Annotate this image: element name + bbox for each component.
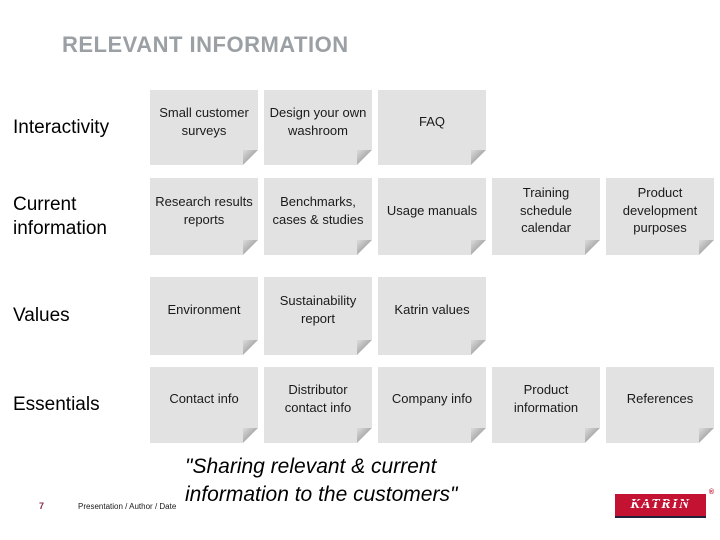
card-text: Company info xyxy=(391,391,473,407)
katrin-logo: KATRIN ® xyxy=(615,489,714,518)
folded-corner-icon xyxy=(243,428,258,443)
card-references: References xyxy=(606,367,714,443)
folded-corner-icon xyxy=(357,240,372,255)
folded-corner-icon xyxy=(471,150,486,165)
card-distributor-contact-info: Distributor contact info xyxy=(264,367,372,443)
card-text: Katrin values xyxy=(394,302,470,318)
folded-corner-icon xyxy=(357,428,372,443)
quote-line-2: information to the customers" xyxy=(185,483,458,506)
page-title: RELEVANT INFORMATION xyxy=(62,32,349,57)
folded-corner-icon xyxy=(243,340,258,355)
quote: "Sharing relevant & current information … xyxy=(185,453,457,509)
registered-trademark-icon: ® xyxy=(708,489,714,496)
card-katrin-values: Katrin values xyxy=(378,277,486,355)
card-text: Product information xyxy=(513,382,579,415)
card-product-information: Product information xyxy=(492,367,600,443)
folded-corner-icon xyxy=(585,428,600,443)
katrin-logo-text: KATRIN xyxy=(628,497,694,512)
quote-line-1: "Sharing relevant & current xyxy=(185,455,437,478)
card-environment: Environment xyxy=(150,277,258,355)
row-essentials: Essentials Contact info Distributor cont… xyxy=(13,367,720,443)
card-small-customer-surveys: Small customer surveys xyxy=(150,90,258,165)
card-text: Product development purposes xyxy=(622,185,698,236)
folded-corner-icon xyxy=(585,240,600,255)
folded-corner-icon xyxy=(471,340,486,355)
card-text: References xyxy=(626,391,694,407)
card-design-your-own-washroom: Design your own washroom xyxy=(264,90,372,165)
folded-corner-icon xyxy=(243,150,258,165)
row-label-values: Values xyxy=(13,305,70,327)
card-text: Usage manuals xyxy=(386,202,478,218)
card-text: Research results reports xyxy=(155,193,253,227)
row-label-current-information: Current information xyxy=(13,193,107,239)
card-research-results-reports: Research results reports xyxy=(150,178,258,255)
folded-corner-icon xyxy=(357,340,372,355)
row-values: Values Environment Sustainability report… xyxy=(13,277,492,355)
row-label-essentials: Essentials xyxy=(13,394,100,416)
folded-corner-icon xyxy=(243,240,258,255)
card-faq: FAQ xyxy=(378,90,486,165)
card-text: Distributor contact info xyxy=(284,382,352,415)
card-text: Contact info xyxy=(169,391,239,407)
row-label-interactivity: Interactivity xyxy=(13,116,110,138)
row-current-information: Current information Research results rep… xyxy=(13,178,720,255)
card-contact-info: Contact info xyxy=(150,367,258,443)
card-usage-manuals: Usage manuals xyxy=(378,178,486,255)
folded-corner-icon xyxy=(471,240,486,255)
card-product-development-purposes: Product development purposes xyxy=(606,178,714,255)
card-text: Benchmarks, cases & studies xyxy=(272,193,364,227)
page-number: 7 xyxy=(39,501,45,511)
folded-corner-icon xyxy=(471,428,486,443)
card-text: FAQ xyxy=(418,113,445,129)
footer-meta: Presentation / Author / Date xyxy=(78,502,177,511)
card-sustainability-report: Sustainability report xyxy=(264,277,372,355)
folded-corner-icon xyxy=(357,150,372,165)
card-benchmarks-cases-studies: Benchmarks, cases & studies xyxy=(264,178,372,255)
card-text: Small customer surveys xyxy=(159,104,249,138)
card-training-schedule-calendar: Training schedule calendar xyxy=(492,178,600,255)
card-text: Design your own washroom xyxy=(269,104,367,138)
card-text: Training schedule calendar xyxy=(519,185,573,236)
folded-corner-icon xyxy=(699,240,714,255)
card-text: Sustainability report xyxy=(279,293,357,326)
folded-corner-icon xyxy=(699,428,714,443)
card-company-info: Company info xyxy=(378,367,486,443)
card-text: Environment xyxy=(167,302,241,318)
row-interactivity: Interactivity Small customer surveys Des… xyxy=(13,90,492,165)
